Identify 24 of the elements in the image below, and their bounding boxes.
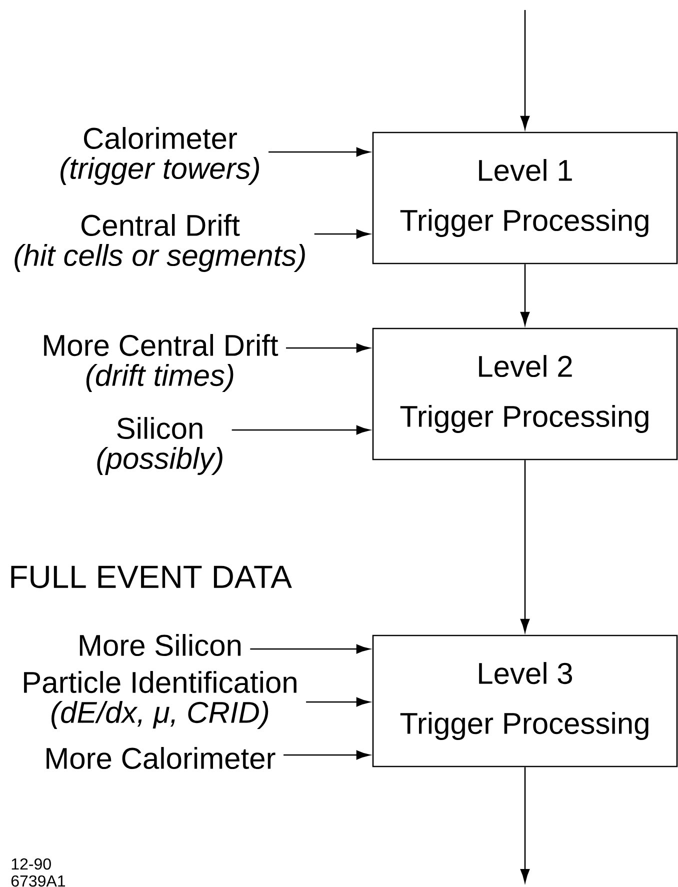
process-box: Level 1 Trigger Processing xyxy=(372,132,678,264)
arrow xyxy=(268,147,370,157)
figure-code: 12-90 xyxy=(12,858,51,870)
arrow xyxy=(250,644,370,654)
arrow xyxy=(306,697,370,707)
arrow xyxy=(520,264,530,326)
process-box: Level 3 Trigger Processing xyxy=(372,634,678,768)
input-label: Silicon (possibly) xyxy=(97,417,222,475)
input-label: Calorimeter (trigger towers) xyxy=(60,127,260,185)
process-box: Level 2 Trigger Processing xyxy=(372,328,678,460)
arrow xyxy=(520,460,530,632)
arrow xyxy=(520,767,530,882)
input-label: More Calorimeter xyxy=(46,747,276,770)
arrow xyxy=(286,343,370,353)
figure-code: 6739A1 xyxy=(11,875,66,887)
arrow xyxy=(520,10,530,130)
input-label: Particle Identification (dE/dx, μ, CRID) xyxy=(24,671,296,729)
input-label: Central Drift (hit cells or segments) xyxy=(14,214,305,272)
arrow xyxy=(314,229,370,239)
heading-label: FULL EVENT DATA xyxy=(11,566,292,588)
arrow xyxy=(284,750,370,760)
input-label: More Central Drift (drift times) xyxy=(44,334,278,392)
arrow xyxy=(232,425,370,435)
input-label: More Silicon xyxy=(80,634,241,656)
